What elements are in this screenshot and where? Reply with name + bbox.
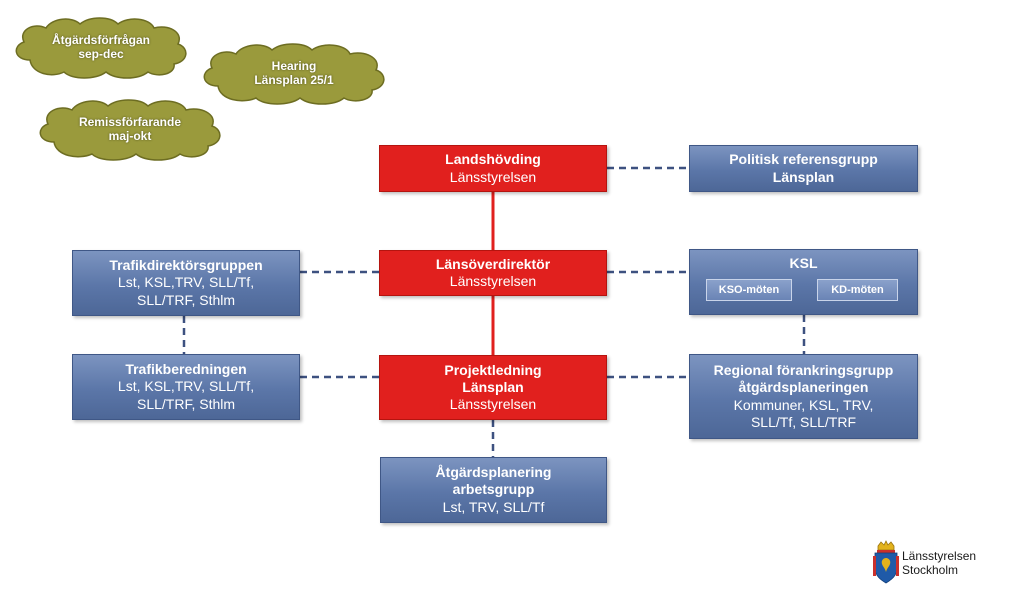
kd-moten-label: KD-möten — [831, 284, 884, 296]
box-title: KSL — [789, 255, 818, 271]
box-subtitle: Länsstyrelsen — [449, 168, 537, 185]
cloud-remissforfarande: Remissförfarande maj-okt — [32, 96, 228, 162]
politisk-referensgrupp-box: Politisk referensgrupp Länsplan — [689, 145, 918, 192]
box-subtitle-line2: SLL/Tf, SLL/TRF — [750, 413, 857, 430]
box-title: Landshövding — [445, 151, 541, 168]
cloud-line2: Länsplan 25/1 — [254, 73, 334, 87]
kd-moten-box: KD-möten — [817, 279, 898, 301]
cloud-hearing: Hearing Länsplan 25/1 — [196, 40, 392, 106]
cloud-line2: maj-okt — [108, 129, 152, 143]
box-subtitle: Lst, KSL,TRV, SLL/Tf, — [117, 274, 255, 291]
kso-moten-box: KSO-möten — [706, 279, 792, 301]
trafikberedningen-box: Trafikberedningen Lst, KSL,TRV, SLL/Tf, … — [72, 354, 300, 420]
regional-forankringsgrupp-box: Regional förankringsgrupp åtgärdsplaneri… — [689, 354, 918, 439]
projektledning-box: Projektledning Länsplan Länsstyrelsen — [379, 355, 607, 420]
box-title-line2: arbetsgrupp — [452, 481, 535, 498]
box-title: Trafikdirektörsgruppen — [109, 257, 263, 274]
box-subtitle: Länsstyrelsen — [449, 396, 537, 413]
box-title: Projektledning — [444, 361, 542, 378]
box-title-line2: Länsplan — [462, 378, 524, 395]
box-title: Länsöverdirektör — [435, 255, 551, 272]
box-subtitle-line2: SLL/TRF, Sthlm — [136, 291, 236, 308]
box-title: Politisk referensgrupp — [729, 151, 878, 168]
landshovding-box: Landshövding Länsstyrelsen — [379, 145, 607, 192]
cloud-shape — [39, 99, 221, 161]
cloud-shape — [203, 43, 385, 105]
trafikdirektorsgruppen-box: Trafikdirektörsgruppen Lst, KSL,TRV, SLL… — [72, 250, 300, 316]
logo-line1: Länsstyrelsen — [902, 549, 977, 563]
cloud-shape — [15, 17, 187, 79]
box-title-line2: åtgärdsplaneringen — [738, 379, 869, 396]
coat-of-arms-icon — [873, 540, 899, 584]
box-subtitle: Lst, KSL,TRV, SLL/Tf, — [117, 378, 255, 395]
kso-moten-label: KSO-möten — [718, 284, 780, 296]
cloud-line1: Remissförfarande — [78, 114, 182, 129]
box-subtitle: Länsstyrelsen — [449, 273, 537, 289]
lansoverdirektor-box: Länsöverdirektör Länsstyrelsen — [379, 250, 607, 296]
box-subtitle: Kommuner, KSL, TRV, — [733, 396, 874, 413]
box-subtitle: Lst, TRV, SLL/Tf — [442, 498, 545, 515]
box-title: Trafikberedningen — [125, 361, 247, 378]
cloud-line1: Hearing — [271, 58, 317, 73]
box-title: Regional förankringsgrupp — [713, 362, 894, 379]
cloud-line1: Åtgärdsförfrågan — [51, 32, 150, 47]
lansstyrelsen-logo: Länsstyrelsen Stockholm — [872, 540, 1012, 584]
box-title-line2: Länsplan — [772, 168, 835, 185]
cloud-line2: sep-dec — [78, 47, 124, 61]
box-subtitle-line2: SLL/TRF, Sthlm — [136, 395, 236, 412]
cloud-atgardsforfragan: Åtgärdsförfrågan sep-dec — [8, 14, 194, 80]
logo-line2: Stockholm — [902, 563, 959, 578]
atgardsplanering-box: Åtgärdsplanering arbetsgrupp Lst, TRV, S… — [380, 457, 607, 523]
box-title: Åtgärdsplanering — [435, 464, 552, 481]
